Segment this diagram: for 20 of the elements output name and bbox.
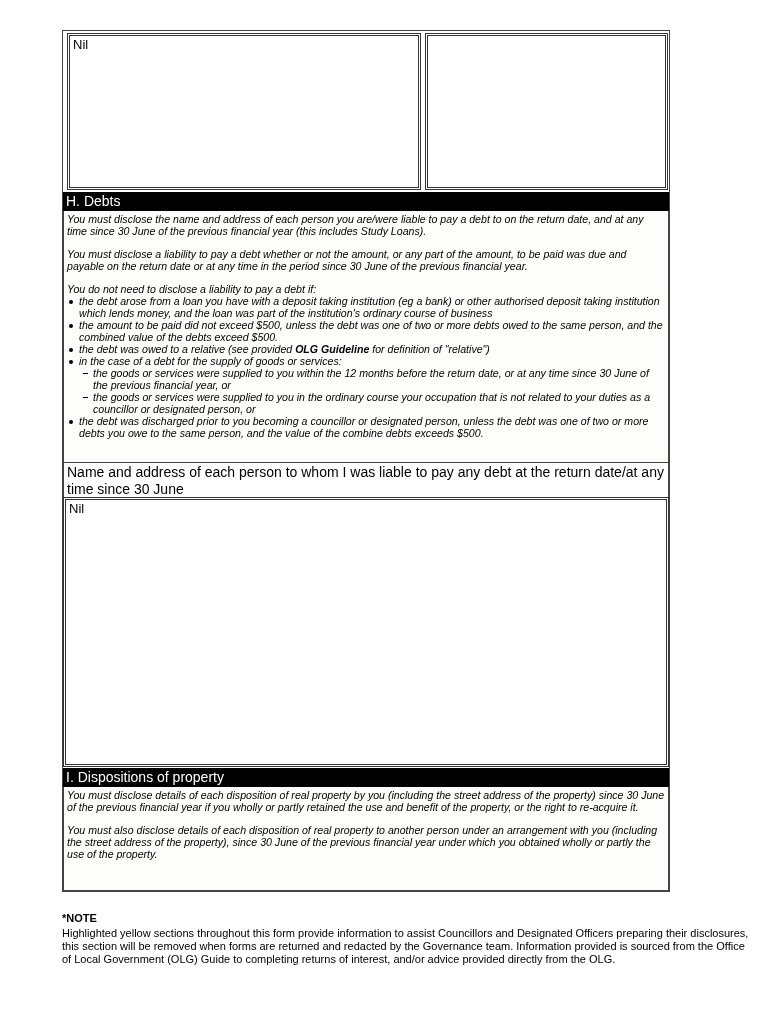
- note-heading: *NOTE: [62, 912, 98, 925]
- bullet-item: in the case of a debt for the supply of goods or services:: [67, 355, 665, 367]
- instructions-panel: [63, 211, 669, 463]
- section-heading: H. Debts: [63, 192, 669, 211]
- instruction-text: You must disclose details of each disposition of real property by you (including the street address of the property) since 30 June of the previous financial year if you wholly or partly retained the use and benefit of the property, or the right to re-acquire it.: [67, 789, 665, 813]
- instruction-text: You do not need to disclose a liability to pay a debt if:: [67, 283, 318, 295]
- instruction-text: You must disclose the name and address of each person you are/were liable to pay a debt to on the return date, and at any time since 30 June of the previous financial year (this includes Study Loans).: [67, 213, 645, 237]
- answer-box: [63, 497, 669, 767]
- answer-text: Nil: [69, 501, 85, 516]
- note-text: Highlighted yellow sections throughout this form provide information to assist Councillors and Designated Officers preparing their disclosures, this section will be removed when forms are returned and redacted by the Governance team. Information provided is sourced from the Office of Local Government (OLG) Guide to completing returns of interest, and/or advice provided directly from the OLG.: [62, 927, 750, 966]
- instruction-text: You must disclose a liability to pay a debt whether or not the amount, or any part of the amount, to be paid was due and payable on the return date or at any time in the period since 30 June of the previous financial year.: [67, 248, 628, 272]
- section-heading: I. Dispositions of property: [63, 768, 669, 787]
- answer-text: Nil: [73, 37, 89, 52]
- bullet-item: the debt was owed to a relative (see provided OLG Guideline for definition of "relative"): [67, 343, 665, 355]
- bullet-item: the amount to be paid did not exceed $500, unless the debt was one of two or more debts owed to the same person, and the combined value of the debts exceed $500.: [67, 319, 665, 343]
- answer-box: [67, 33, 421, 190]
- empty-box: [425, 33, 668, 190]
- instructions-panel: [63, 787, 669, 891]
- instruction-text: You must also disclose details of each disposition of real property to another person under an arrangement with you (including the street address of the property), since 30 June of the previous financial year under which you obtained wholly or partly the use of the property.: [67, 824, 659, 860]
- bullet-item: the debt was discharged prior to you becoming a councillor or designated person, unless the debt was one of two or more debts you owe to the same person, and the value of the combine debts exceeds $500.: [67, 415, 665, 439]
